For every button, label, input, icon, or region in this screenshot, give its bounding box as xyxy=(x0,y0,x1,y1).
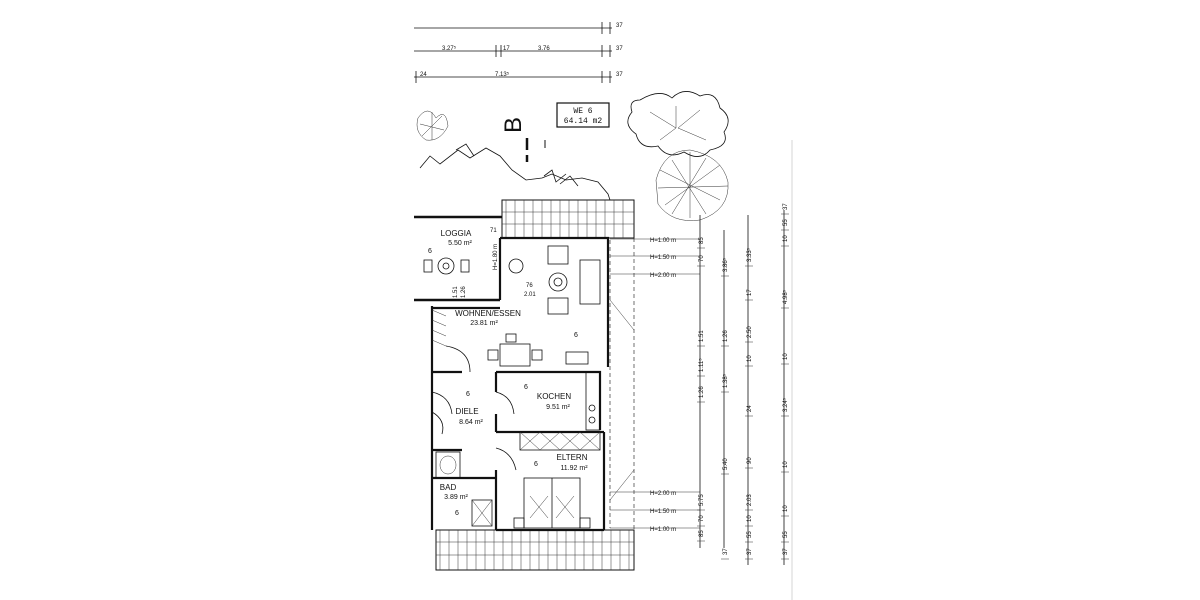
dim-h180: H=1.80 m xyxy=(493,244,499,270)
right-dim-col2-3: 5.40 xyxy=(723,458,729,470)
room-bad: BAD 3.89 m² 6 xyxy=(440,483,469,517)
right-dim-col1-6: 70 xyxy=(699,515,705,522)
tree-symbol xyxy=(627,91,729,221)
right-dim-col3-4: 24 xyxy=(747,405,753,412)
dim-row3-right: 37 xyxy=(616,72,623,78)
right-dim-col4-6: 10 xyxy=(783,461,789,468)
h-top-2: H=1.50 m xyxy=(650,255,676,261)
room-diele-name: DIELE xyxy=(455,407,478,416)
room-eltern-area: 11.92 m² xyxy=(560,465,588,472)
right-dim-col1-0: 85 xyxy=(699,237,705,244)
unit-area: 64.14 m2 xyxy=(564,117,603,126)
dim-126: 1.26 xyxy=(461,286,467,298)
right-dim-col4-3: 4.98⁵ xyxy=(782,289,789,304)
roof-bottom-tile-seams xyxy=(439,530,630,570)
room-loggia: LOGGIA 5.50 m² 6 xyxy=(428,229,473,255)
room-kochen-area: 9.51 m² xyxy=(546,404,570,411)
unit-label: WE 6 xyxy=(573,107,592,116)
room-eltern-name: ELTERN xyxy=(557,453,588,462)
h-top-1: H=1.00 m xyxy=(650,238,676,244)
right-dim-col3-1: 17 xyxy=(747,289,753,296)
right-dim-col3-7: 10 xyxy=(747,515,753,522)
right-dim-col4-5: 3.24⁵ xyxy=(782,397,789,412)
room-diele-code: 6 xyxy=(466,391,470,398)
inner-dimensions: H=1.80 m 71 76 2.01 1.51 1.26 xyxy=(453,228,536,298)
dim-201: 2.01 xyxy=(524,292,536,298)
room-loggia-name: LOGGIA xyxy=(441,229,472,238)
dim-row2-b: 17 xyxy=(503,46,510,52)
shrub-symbols xyxy=(416,110,611,201)
right-dim-col3-3: 10 xyxy=(747,355,753,362)
room-diele: DIELE 8.64 m² 6 xyxy=(455,391,483,426)
room-eltern: ELTERN 11.92 m² 6 xyxy=(534,453,588,472)
right-dim-col3-0: 3.33⁵ xyxy=(746,247,753,262)
right-dim-col3-9: 37 xyxy=(747,548,753,555)
dim-row2-c: 3.76 xyxy=(538,46,550,52)
right-dim-col4-7: 10 xyxy=(783,505,789,512)
right-dim-col1-3: 1.11⁵ xyxy=(698,358,705,372)
room-kochen-name: KOCHEN xyxy=(537,392,571,401)
right-dimension-labels: 85 70 1.51 1.11⁵ 1.26 5.75 70 85 3.86⁵ 1.26 1.38⁵ 5… xyxy=(697,203,789,560)
room-bad-code: 6 xyxy=(455,510,459,517)
room-diele-area: 8.64 m² xyxy=(459,419,483,426)
dim-76: 76 xyxy=(526,283,533,289)
right-dim-col3-2: 2.50 xyxy=(747,326,753,338)
dim-row3-b: 7.13⁵ xyxy=(495,71,510,78)
h-bot-2: H=1.50 m xyxy=(650,509,676,515)
room-kochen-code: 6 xyxy=(524,384,528,391)
right-dim-col3-6: 2.03 xyxy=(747,494,753,506)
right-dim-col1-5: 5.75 xyxy=(699,494,705,506)
room-eltern-code: 6 xyxy=(534,461,538,468)
right-dim-col1-4: 1.26 xyxy=(699,386,705,398)
h-bot-3: H=1.00 m xyxy=(650,527,676,533)
dim-151: 1.51 xyxy=(453,286,459,298)
right-dim-col4-9: 37 xyxy=(783,548,789,555)
room-bad-name: BAD xyxy=(440,483,457,492)
right-dim-col1-2: 1.51 xyxy=(699,330,705,342)
room-bad-area: 3.89 m² xyxy=(444,494,468,501)
section-mark-letter: B xyxy=(500,117,527,133)
right-dim-col4-1: 55 xyxy=(783,219,789,226)
right-dim-col1-7: 85 xyxy=(699,530,705,537)
h-bot-1: H=2.00 m xyxy=(650,491,676,497)
dim-row3-a: 24 xyxy=(420,72,427,78)
right-dim-col2-0: 3.86⁵ xyxy=(722,257,729,272)
right-dim-col2-1: 1.26 xyxy=(723,330,729,342)
room-loggia-code: 6 xyxy=(428,248,432,255)
room-wohnen-name: WOHNEN/ESSEN xyxy=(455,309,521,318)
room-kochen: KOCHEN 9.51 m² 6 xyxy=(524,384,571,411)
roof-tiles-bottom xyxy=(435,529,635,571)
roof-top-tile-seams xyxy=(505,200,624,238)
right-dim-col4-2: 10 xyxy=(783,235,789,242)
dim-row2-right: 37 xyxy=(616,46,623,52)
right-dim-col4-0: 37 xyxy=(783,203,789,210)
room-wohnen-area: 23.81 m² xyxy=(470,320,498,327)
right-dimension-columns xyxy=(699,140,793,600)
room-wohnen: WOHNEN/ESSEN 23.81 m² 6 xyxy=(455,309,578,339)
right-dim-col1-1: 70 xyxy=(699,255,705,262)
room-wohnen-code: 6 xyxy=(574,332,578,339)
right-dim-col2-2: 1.38⁵ xyxy=(722,373,729,388)
right-dim-col2-4: 37 xyxy=(723,548,729,555)
section-mark: B xyxy=(500,117,546,162)
unit-label-box: WE 6 64.14 m2 xyxy=(556,102,610,128)
dim-row1-right: 37 xyxy=(616,23,623,29)
height-lines: H=1.00 m H=1.50 m H=2.00 m H=2.00 m H=1.… xyxy=(610,238,700,533)
furniture xyxy=(423,245,601,529)
right-dim-col4-4: 10 xyxy=(783,353,789,360)
dim-row2-a: 3.27⁵ xyxy=(442,45,457,52)
right-dim-col3-5: 90 xyxy=(747,457,753,464)
right-dim-col4-8: 55 xyxy=(783,531,789,538)
right-dim-col3-8: 55 xyxy=(747,531,753,538)
room-loggia-area: 5.50 m² xyxy=(448,240,472,247)
top-dimension-lines: 37 3.27⁵ 17 3.76 37 24 7.13⁵ 37 xyxy=(414,22,623,83)
h-top-3: H=2.00 m xyxy=(650,273,676,279)
dim-71: 71 xyxy=(490,228,497,234)
